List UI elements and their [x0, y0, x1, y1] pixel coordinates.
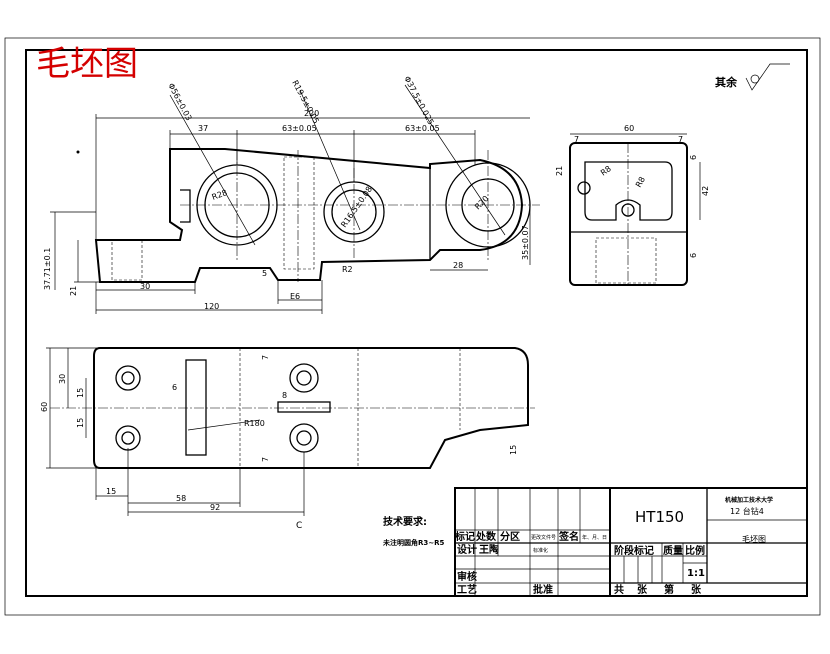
front-dim-bottom-2: 120: [204, 302, 219, 311]
side-dim-small-5: 21: [555, 166, 564, 176]
tb-school: 机械加工技术大学: [725, 496, 773, 504]
tb-sheets-unit-2: 张: [691, 583, 702, 596]
top-dim-small-2: 7: [261, 457, 270, 462]
tb-header-sign: 签名: [558, 530, 579, 543]
tb-scale-value: 1:1: [687, 568, 705, 579]
front-dim-left-2: 21: [69, 286, 78, 296]
top-dim-left-1: 60: [40, 402, 49, 412]
front-dim-bottom-3: E6: [290, 292, 300, 301]
outer-border: [4, 37, 821, 616]
inner-frame: [25, 49, 808, 597]
front-dim-top-1: 37: [198, 124, 208, 133]
tb-sheets-unit-1: 张: [637, 583, 648, 596]
tb-approve-label: 批准: [533, 583, 553, 596]
tb-header-zone: 分区: [500, 530, 520, 543]
side-dim-small-4: 6: [689, 253, 698, 258]
front-radius-1: R28: [211, 188, 229, 202]
top-dim-small-5: 15: [509, 445, 518, 455]
top-dim-bottom-2: 58: [176, 494, 186, 503]
tb-header-date: 年、月、日: [582, 534, 607, 541]
top-dim-small-4: 8: [282, 391, 287, 400]
tb-process-label: 工艺: [457, 583, 477, 596]
top-dim-small-1: 7: [261, 355, 270, 360]
tb-material: HT150: [635, 508, 684, 526]
tb-part-name: 毛坯图: [742, 534, 766, 544]
top-dim-bottom-1: 15: [106, 487, 116, 496]
side-dim-small-1: 7: [574, 135, 579, 144]
front-hole-label-1: Φ56±0.03: [166, 82, 193, 122]
front-dim-right-2: 35±0.07: [521, 225, 530, 260]
top-dim-left-2: 30: [58, 374, 67, 384]
side-dim-small-3: 6: [689, 155, 698, 160]
front-dim-top-2: 63±0.05: [282, 124, 317, 133]
front-dim-left-1: 37.71±0.1: [43, 248, 52, 290]
front-dim-small-1: 5: [262, 269, 267, 278]
tb-drawing-no: 12 台钻4: [730, 506, 764, 516]
tb-header-change: 更改文件号: [531, 534, 556, 541]
top-dim-left-4: 15: [76, 418, 85, 428]
tb-header-mark: 标记: [454, 530, 475, 543]
front-dim-overall: 220: [304, 109, 319, 118]
top-dim-bottom-3: 92: [210, 503, 220, 512]
tech-requirements-title: 技术要求:: [383, 515, 427, 528]
tech-requirements-note: 未注明圆角R3~R5: [383, 538, 445, 547]
tb-sheets-current: 第: [664, 583, 674, 596]
tb-design-label: 设计: [457, 543, 477, 556]
side-radius-2: R8: [634, 175, 647, 189]
front-dim-small-2: R2: [342, 265, 353, 274]
front-dim-bottom-1: 30: [140, 282, 150, 291]
tb-designer: 王陶: [479, 543, 499, 556]
tb-stage-label: 阶段标记: [614, 544, 654, 557]
front-view: Φ56±0.03 R19.5±0.05 Φ37.5±0.025 220 37 6…: [43, 75, 540, 314]
top-dim-small-3: 6: [172, 383, 177, 392]
roughness-symbol: [745, 63, 790, 91]
tb-std-label: 标准化: [533, 547, 548, 554]
side-dim-top: 60: [624, 124, 634, 133]
side-dim-small-2: 7: [678, 135, 683, 144]
side-view: 60 7 7 6 6 21 42 R8 R8: [555, 124, 710, 286]
label-c: C: [296, 521, 302, 531]
front-dim-top-3: 63±0.05: [405, 124, 440, 133]
front-dim-right-1: 28: [453, 261, 463, 270]
marker-dot: [76, 150, 80, 154]
top-radius: R180: [244, 419, 265, 428]
tb-mass-label: 质量: [663, 544, 683, 557]
title-stamp: 毛坯图: [36, 44, 138, 84]
front-hole-label-3: Φ37.5±0.025: [402, 75, 435, 127]
tb-sheets-total: 共: [614, 583, 624, 596]
side-dim-height: 42: [701, 186, 710, 196]
tb-header-count: 处数: [475, 530, 497, 543]
top-view: R180 60 30 15 15 15 58 92 7 7 6 8 15: [40, 347, 535, 516]
title-block: HT150 机械加工技术大学 12 台钻4 毛坯图 标记 处数 分区 更改文件号…: [454, 487, 808, 597]
tb-review-label: 审核: [457, 570, 477, 583]
tb-scale-label: 比例: [685, 544, 705, 557]
surface-finish-note: 其余: [715, 75, 738, 89]
side-radius-1: R8: [599, 164, 613, 177]
top-dim-left-3: 15: [76, 388, 85, 398]
